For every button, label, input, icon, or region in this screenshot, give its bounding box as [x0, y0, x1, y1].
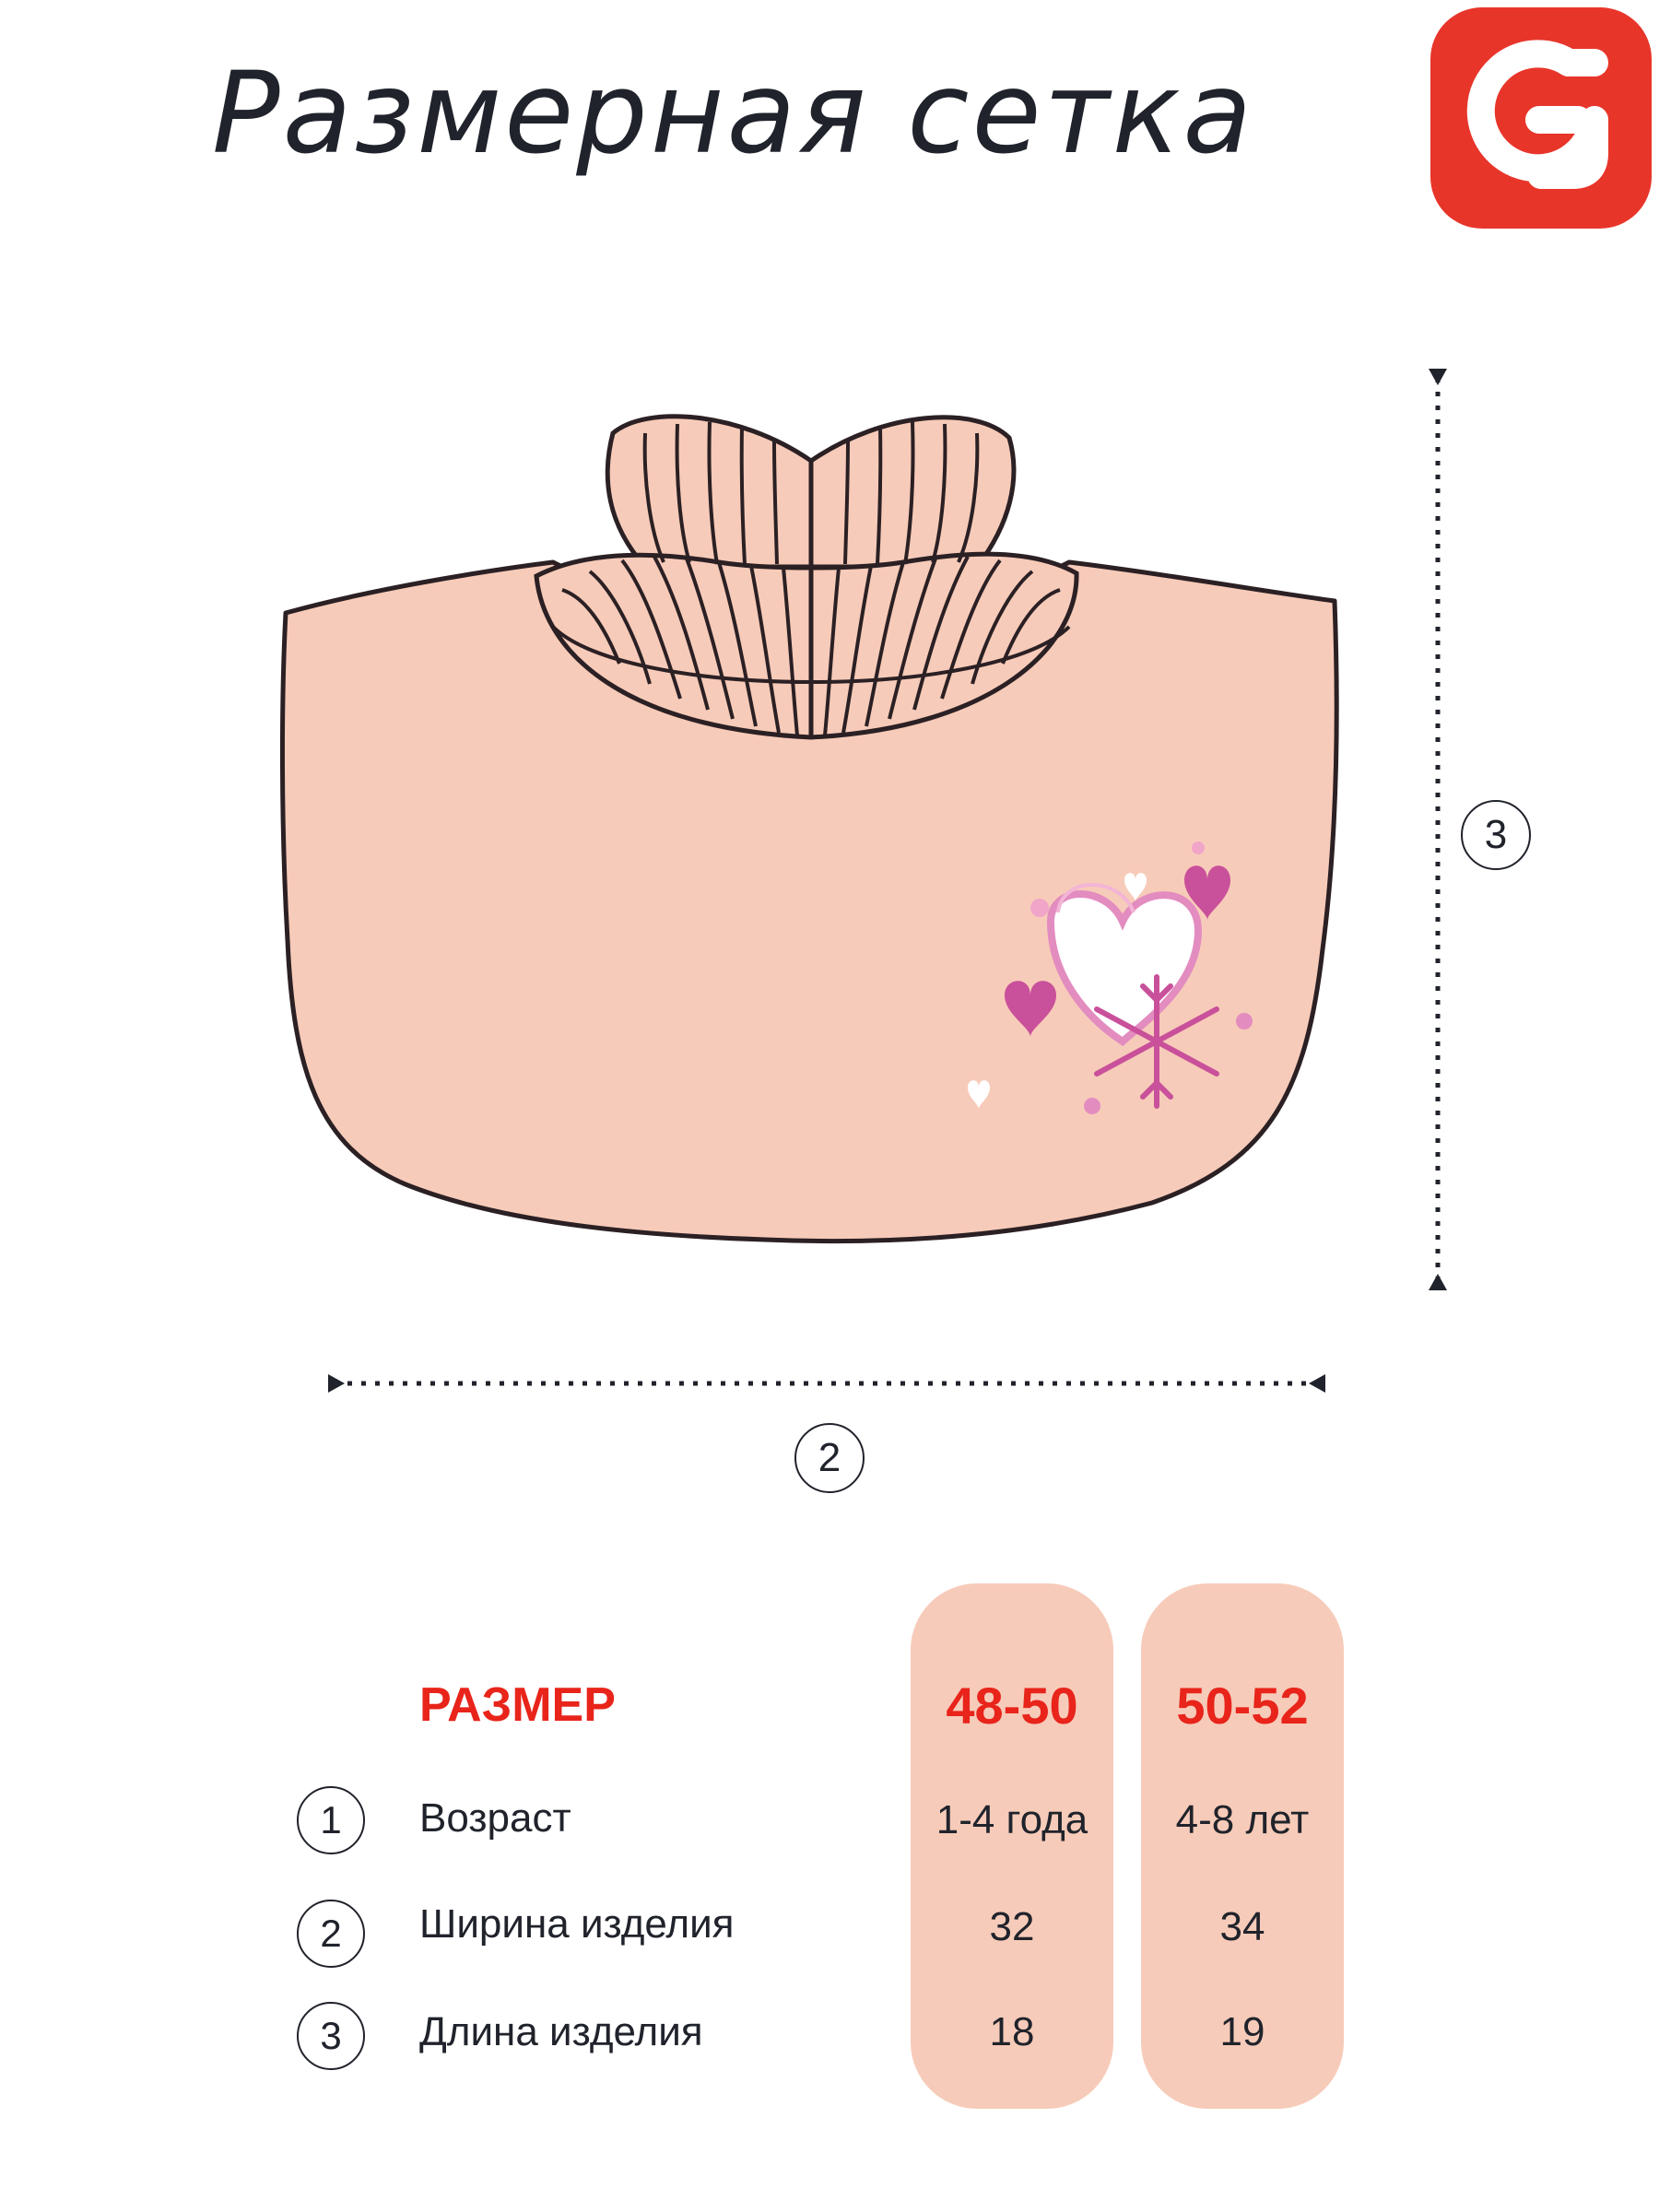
length-marker: 3 [1461, 800, 1531, 870]
heart-snowflake-print-icon [968, 841, 1253, 1114]
brand-logo-icon [1430, 7, 1652, 229]
row-number: 1 [297, 1786, 365, 1854]
size-header-2: 50-52 [1176, 1677, 1309, 1735]
table-cell: 1-4 года [935, 1797, 1088, 1842]
size-header-1: 48-50 [946, 1677, 1078, 1735]
row-number: 3 [297, 2002, 365, 2070]
size-header-label: РАЗМЕР [419, 1678, 616, 1732]
width-dimension-line [328, 1374, 1325, 1393]
row-label-age: Возраст [419, 1795, 571, 1841]
page-title: Размерная сетка [212, 48, 1255, 179]
row-label-width: Ширина изделия [419, 1901, 735, 1947]
collar-fold [534, 551, 1079, 740]
length-dimension-line [1429, 369, 1447, 1290]
row-label-length: Длина изделия [419, 2009, 703, 2054]
table-cell: 18 [989, 2009, 1035, 2054]
size-column-bg [911, 1583, 1113, 2109]
table-cell: 19 [1219, 2009, 1265, 2054]
width-marker: 2 [794, 1423, 865, 1493]
table-cell: 4-8 лет [1175, 1797, 1310, 1842]
table-cell: 32 [989, 1904, 1035, 1949]
row-number: 2 [297, 1900, 365, 1968]
garment-illustration [279, 369, 1447, 1393]
table-cell: 34 [1219, 1904, 1265, 1949]
size-column-bg [1141, 1583, 1344, 2109]
